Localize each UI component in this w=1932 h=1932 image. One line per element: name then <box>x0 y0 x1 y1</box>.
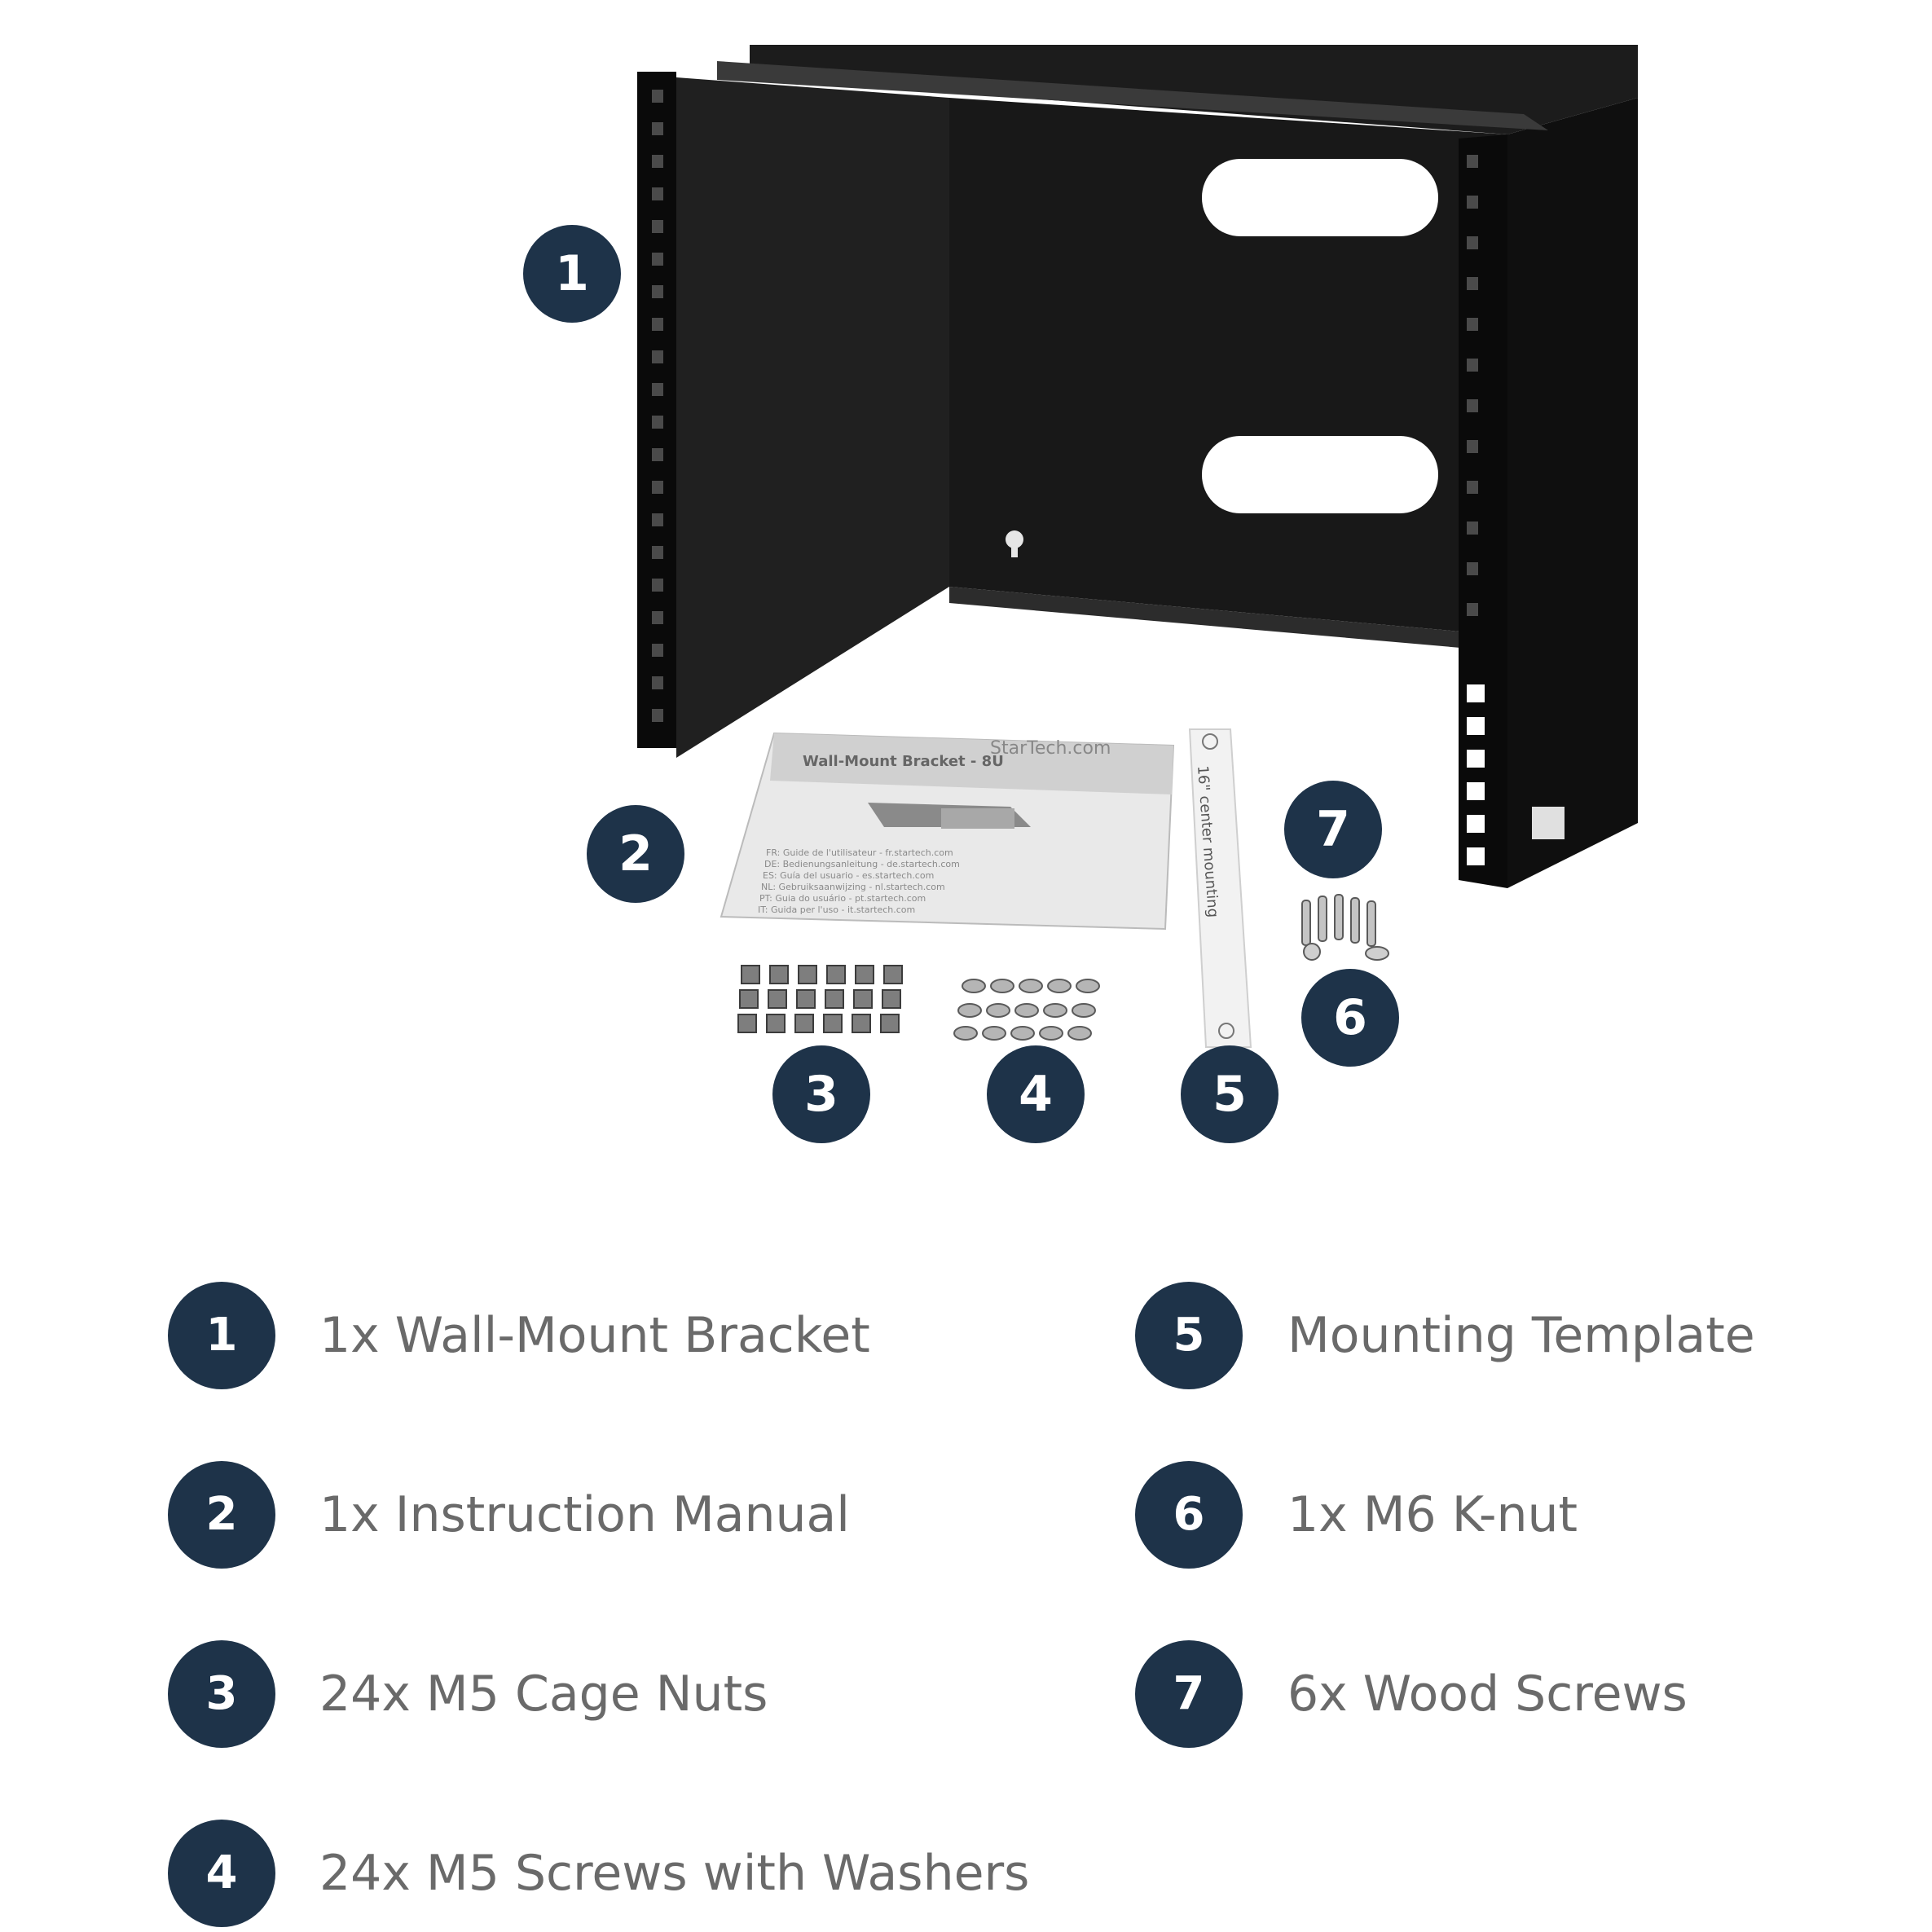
manual-line-3: ES: Guía del usuario - es.startech.com <box>763 870 934 881</box>
wall-mount-bracket-image <box>637 45 1638 888</box>
manual-line-5: PT: Guia do usuário - pt.startech.com <box>759 893 926 904</box>
callout-2: 2 <box>587 805 684 903</box>
legend-badge-4: 4 <box>168 1820 275 1927</box>
manual-title: Wall-Mount Bracket - 8U <box>803 753 1004 770</box>
manual-line-6: IT: Guida per l'uso - it.startech.com <box>758 904 915 915</box>
manual-line-2: DE: Bedienungsanleitung - de.startech.co… <box>764 859 960 869</box>
legend-label-5: Mounting Template <box>1287 1307 1755 1364</box>
legend-label-1: 1x Wall-Mount Bracket <box>319 1307 870 1364</box>
instruction-manual-image: Wall-Mount Bracket - 8U StarTech.com FR:… <box>720 732 1175 931</box>
manual-brand: StarTech.com <box>990 738 1111 759</box>
wood-screws-image <box>1301 894 1376 947</box>
legend-label-7: 6x Wood Screws <box>1287 1666 1688 1723</box>
legend-badge-5: 5 <box>1135 1282 1243 1389</box>
legend-label-6: 1x M6 K-nut <box>1287 1486 1578 1543</box>
manual-line-1: FR: Guide de l'utilisateur - fr.startech… <box>766 847 953 858</box>
manual-line-4: NL: Gebruiksaanwijzing - nl.startech.com <box>761 882 945 892</box>
callout-5: 5 <box>1181 1045 1278 1143</box>
mounting-template-image: 16" center mounting <box>1188 728 1252 1048</box>
legend-badge-3: 3 <box>168 1640 275 1748</box>
screws-washers-image <box>953 979 1100 1041</box>
legend-badge-2: 2 <box>168 1461 275 1569</box>
product-illustration: Wall-Mount Bracket - 8U StarTech.com FR:… <box>637 45 1638 1048</box>
callout-6: 6 <box>1301 969 1399 1067</box>
callout-1: 1 <box>523 225 621 323</box>
legend-badge-7: 7 <box>1135 1640 1243 1748</box>
callout-4: 4 <box>987 1045 1085 1143</box>
legend-label-2: 1x Instruction Manual <box>319 1486 850 1543</box>
cage-nuts-image <box>737 965 903 1033</box>
legend-label-4: 24x M5 Screws with Washers <box>319 1845 1030 1902</box>
callout-3: 3 <box>772 1045 870 1143</box>
legend-badge-1: 1 <box>168 1282 275 1389</box>
legend-badge-6: 6 <box>1135 1461 1243 1569</box>
k-nut-image <box>1303 943 1389 961</box>
callout-7: 7 <box>1284 781 1382 878</box>
legend-label-3: 24x M5 Cage Nuts <box>319 1666 768 1723</box>
